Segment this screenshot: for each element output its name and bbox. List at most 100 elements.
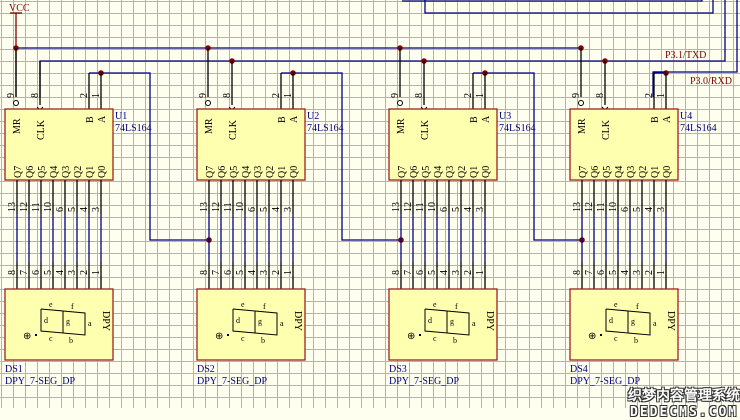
- segment-label-f: f: [263, 302, 266, 311]
- pin-number-a: 1: [475, 93, 486, 98]
- wire-top-loop-2: [424, 0, 714, 14]
- pin-name-output: Q1: [469, 166, 480, 178]
- pin-name-output: Q0: [662, 166, 673, 178]
- segment-label-a: a: [280, 319, 284, 328]
- segment-label-e: e: [241, 300, 245, 309]
- mr-inversion-bubble: [205, 100, 211, 106]
- pin-number-output: 4: [79, 207, 90, 212]
- pin-number-mr: 9: [198, 93, 209, 98]
- pin-number-display: 2: [644, 270, 655, 275]
- pin-number-output: 6: [55, 207, 66, 212]
- pin-name-output: Q7: [397, 166, 408, 178]
- pin-number-output: 10: [427, 202, 438, 212]
- pin-number-display: 8: [572, 270, 583, 275]
- segment-label-e: e: [49, 300, 53, 309]
- pin-name-output: Q5: [229, 166, 240, 178]
- segment-outline-right: [254, 310, 278, 336]
- pin-number-display: 7: [211, 270, 222, 275]
- display-body: [196, 288, 306, 361]
- pin-number-a: 1: [656, 93, 667, 98]
- pin-number-output: 6: [620, 207, 631, 212]
- pin-number-display: 3: [451, 270, 462, 275]
- vcc-label: VCC: [9, 3, 30, 14]
- pin-number-display: 7: [19, 270, 30, 275]
- display-title: DPY: [292, 311, 303, 331]
- pin-number-output: 11: [31, 202, 42, 212]
- pin-number-output: 13: [199, 202, 210, 212]
- segment-label-b: b: [453, 336, 457, 345]
- pin-name-output: Q2: [73, 166, 84, 178]
- pin-name-output: Q5: [421, 166, 432, 178]
- pin-number-display: 1: [475, 270, 486, 275]
- segment-label-d: d: [609, 316, 613, 325]
- pin-name-a: A: [481, 115, 492, 123]
- pin-number-output: 11: [415, 202, 426, 212]
- pin-name-mr: MR: [12, 118, 23, 134]
- pin-number-output: 10: [235, 202, 246, 212]
- chip-part-number: 74LS164: [499, 123, 536, 134]
- pin-number-output: 12: [403, 202, 414, 212]
- display-body: [4, 288, 114, 361]
- pin-number-output: 12: [584, 202, 595, 212]
- segment-label-c: c: [433, 334, 437, 343]
- display-part-number: DPY_7-SEG_DP: [389, 376, 459, 387]
- display-body: [388, 288, 498, 361]
- pin-number-output: 3: [475, 207, 486, 212]
- pin-name-clk: CLK: [228, 119, 239, 140]
- mr-inversion-bubble: [578, 100, 584, 106]
- parts: 9821MRCLKBAU174LS164Q7138⊕Q6127dpQ5116fQ…: [4, 48, 717, 387]
- pin-number-output: 4: [463, 207, 474, 212]
- pin-number-display: 5: [235, 270, 246, 275]
- pin-number-output: 13: [572, 202, 583, 212]
- segment-outline-right: [446, 310, 470, 336]
- pin-number-display: 1: [283, 270, 294, 275]
- segment-label-a: a: [88, 319, 92, 328]
- pin-number-output: 10: [43, 202, 54, 212]
- pin-name-output: Q3: [626, 166, 637, 178]
- pin-number-display: 6: [596, 270, 607, 275]
- pin-name-output: Q6: [590, 166, 601, 178]
- pin-number-a: 1: [91, 93, 102, 98]
- pin-name-mr: MR: [396, 118, 407, 134]
- display-title: DPY: [484, 311, 495, 331]
- watermark-text: 织梦内容管理系统: [628, 388, 740, 404]
- pin-number-display: 3: [632, 270, 643, 275]
- pin-number-output: 11: [596, 202, 607, 212]
- pin-number-mr: 9: [571, 93, 582, 98]
- pin-name-output: Q7: [578, 166, 589, 178]
- pin-number-output: 3: [283, 207, 294, 212]
- display-part-number: DPY_7-SEG_DP: [197, 376, 267, 387]
- segment-label-a: a: [472, 319, 476, 328]
- pin-number-display: 6: [31, 270, 42, 275]
- pin-number-output: 13: [7, 202, 18, 212]
- segment-label-g: g: [631, 317, 635, 326]
- shift-register-body: [4, 108, 114, 181]
- display-title: DPY: [665, 311, 676, 331]
- pin-number-output: 5: [67, 207, 78, 212]
- shift-register-body: [569, 108, 679, 181]
- pin-name-clk: CLK: [420, 119, 431, 140]
- pin-name-output: Q0: [97, 166, 108, 178]
- pin-name-b: B: [277, 116, 288, 123]
- pin-number-mr: 9: [6, 93, 17, 98]
- pin-name-output: Q2: [638, 166, 649, 178]
- pin-number-b: 2: [463, 93, 474, 98]
- pin-name-a: A: [662, 115, 673, 123]
- pin-number-display: 8: [391, 270, 402, 275]
- segment-label-a: a: [653, 319, 657, 328]
- decimal-point: [227, 334, 229, 336]
- pin-number-output: 5: [451, 207, 462, 212]
- chip-part-number: 74LS164: [115, 123, 152, 134]
- chip-designator: U2: [307, 111, 319, 122]
- pin-name-b: B: [469, 116, 480, 123]
- pin-name-output: Q1: [277, 166, 288, 178]
- pin-name-output: Q7: [13, 166, 24, 178]
- pin-number-display: 2: [271, 270, 282, 275]
- segment-outline-right: [62, 310, 86, 336]
- pin-name-a: A: [289, 115, 300, 123]
- pin-name-b: B: [85, 116, 96, 123]
- pin-name-output: Q3: [445, 166, 456, 178]
- segment-label-e: e: [433, 300, 437, 309]
- schematic-canvas[interactable]: 9821MRCLKBAU174LS164Q7138⊕Q6127dpQ5116fQ…: [0, 0, 740, 408]
- pin-number-output: 5: [632, 207, 643, 212]
